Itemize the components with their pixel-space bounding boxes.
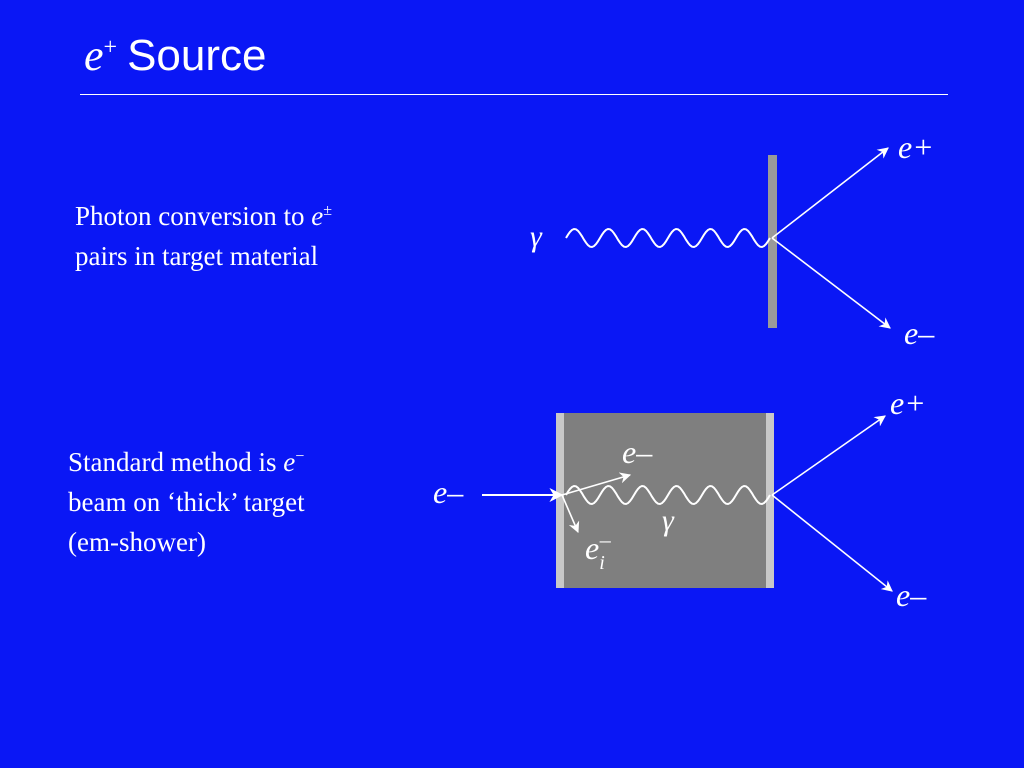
standard-method-text: Standard method is e− beam on ‘thick’ ta…: [68, 442, 305, 562]
ionization-electron-label: ei–: [585, 527, 612, 574]
title-divider: [80, 94, 948, 95]
electron-label-1: e–: [904, 315, 935, 351]
diagram-thick-target: e– e– ei– γ e+ e–: [433, 385, 927, 613]
ionization-electron-track: [561, 494, 580, 534]
photon-conversion-line-1-text: Photon conversion to: [75, 201, 312, 231]
positron-label-2: e+: [890, 385, 926, 421]
title-word: Source: [127, 31, 267, 80]
positron-track-2: [771, 415, 886, 496]
bremsstrahlung-photon-wave: [565, 484, 771, 506]
photon-label-1: γ: [530, 220, 543, 253]
standard-method-line-1: Standard method is e−: [68, 442, 305, 482]
electron-track-2: [771, 494, 893, 592]
electron-track-1: [771, 237, 891, 329]
standard-method-line-2: beam on ‘thick’ target: [68, 487, 305, 517]
standard-method-line-1-text: Standard method is: [68, 447, 284, 477]
shower-electron-label: e–: [622, 434, 653, 470]
thin-target-plate: [768, 155, 777, 328]
incoming-photon-wave: [565, 227, 771, 249]
standard-method-symbol: e: [283, 447, 296, 477]
photon-conversion-line-1: Photon conversion to e±: [75, 196, 332, 236]
thick-target-front-edge: [556, 413, 564, 588]
photon-label-2: γ: [662, 504, 675, 537]
photon-conversion-symbol: e: [311, 201, 324, 231]
thick-target-back-edge: [766, 413, 774, 588]
ionization-label-subscript: i: [599, 552, 605, 574]
shower-electron-track: [561, 472, 632, 496]
standard-method-charge: −: [295, 448, 305, 465]
diagram-thin-target: γ e+ e–: [530, 129, 935, 351]
positron-label-1: e+: [898, 129, 934, 165]
photon-conversion-line-2: pairs in target material: [75, 241, 319, 271]
electron-label-2: e–: [896, 577, 927, 613]
positron-track-1: [771, 147, 889, 239]
standard-method-line-3: (em-shower): [68, 527, 206, 557]
photon-conversion-charge: ±: [323, 202, 333, 219]
ionization-label-charge: –: [599, 527, 612, 552]
title-charge: +: [103, 34, 118, 61]
incoming-electron-label: e–: [433, 474, 464, 510]
ionization-label-base: e: [585, 530, 599, 566]
slide-title: e+ Source: [84, 28, 267, 84]
photon-conversion-text: Photon conversion to e± pairs in target …: [75, 196, 332, 276]
title-particle: e: [84, 31, 104, 80]
